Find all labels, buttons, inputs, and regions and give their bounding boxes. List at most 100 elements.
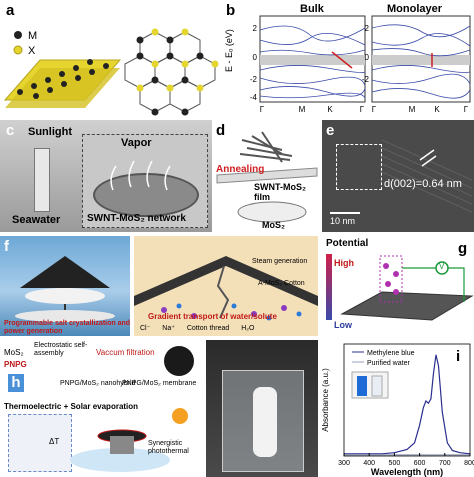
tem-selection-box [336,144,382,190]
absorbance-chart: 300 400 500 600 700 800 Wavelength (nm) Absor… [321,343,474,477]
membrane-disk [164,346,194,376]
vapor-arrows [110,160,171,191]
bulk-xtick-2: M [299,105,306,114]
ytick-2: 0 [253,53,258,62]
self-assembly-label: Electrostatic self-assembly [34,342,88,357]
mono-xtick-3: K [434,105,440,114]
sun-icon [172,408,188,424]
panel-label-h: h [8,374,24,392]
mono-ytick-3: -2 [362,75,370,84]
blue-vial [357,376,367,396]
annealing-schematic [216,131,318,223]
panel-label-b: b [226,2,236,19]
film-layer [216,167,318,184]
lattice-fringes [381,139,473,213]
nanotube-cluster [239,131,293,163]
panel-a: M X a [0,0,222,120]
voltmeter-label: V [439,262,445,271]
ytick-4: -4 [250,93,258,102]
mono-ytick-2: 0 [365,53,370,62]
white-salt-formation [253,387,277,457]
monolayer-title: Monolayer [387,3,443,15]
x-tick-label-1: 400 [363,460,375,467]
legend-methylene-blue: Methylene blue [367,350,415,357]
mono-xtick-1: Γ [372,105,377,114]
legend-h2o: H₂O [241,325,255,332]
legend-m-label: M [28,30,37,42]
y-axis-label: E - Eₒ (eV) [224,29,234,72]
mono-bands [371,24,471,99]
gradient-schematic: Steam generation A-MoS₂ Cotton Gradient … [134,236,318,336]
legend-purified-water: Purified water [367,360,410,367]
m-atom-icon [14,31,22,39]
mono-ytick-1: 2 [365,24,370,33]
umbrella-shape [15,256,115,322]
panel-d: d Annealing SWNT-MoS₂ film MoS₂ [212,120,322,232]
synergistic-label: Synergistic photothermal [148,440,189,455]
side-view-layers [3,59,122,108]
umbrella-caption: Programmable salt crystallization and po… [4,320,131,335]
thermo-schematic: ΔT [8,414,72,472]
panel-label-e: e [326,122,335,139]
legend-cotton: Cotton thread [186,325,230,332]
legend-na: Na⁺ [162,325,175,332]
panel-label-c: c [6,122,15,139]
y-axis-label: Absorbance (a.u.) [321,368,330,432]
panel-label-g: g [458,240,468,257]
x-tick-label-4: 700 [439,460,451,467]
legend-cl: Cl⁻ [140,325,151,332]
mos2-label: MoS₂ [262,220,285,230]
vapor-label: Vapor [121,137,152,149]
panel-c: c Vapor SWNT-MoS₂ network Sunlight Seawa… [0,120,212,232]
chart-legend: Methylene blue Purified water [352,350,415,367]
sunlight-label: Sunlight [28,126,72,138]
panel-e: e d(002)=0.64 nm 10 nm [322,120,474,232]
mos2-flake-label: MoS₂ [4,348,24,357]
bulk-xtick-4: Γ [360,105,365,114]
g-device-schematic [340,255,474,321]
scale-bar [330,212,360,214]
network-inset: Vapor SWNT-MoS₂ network [82,134,208,228]
bulk-xtick-3: K [327,105,333,114]
ytick-3: -2 [250,75,258,84]
x-axis-label: Wavelength (nm) [371,467,443,477]
thermo-label: Thermoelectric + Solar evaporation [4,402,139,411]
d-spacing-label: d(002)=0.64 nm [384,178,462,190]
seawater-label: Seawater [12,214,61,226]
panel-b: b Bulk Monolayer E - Eₒ (eV) 2 0 -2 -4 2 [222,0,474,120]
x-tick-label-3: 600 [414,460,426,467]
clear-vial [371,375,383,397]
bulk-xtick-1: Γ [260,105,265,114]
membrane-label: PNPG/MoS₂ membrane [122,380,197,387]
pnpg-label: PNPG [4,360,27,369]
ytick-1: 2 [253,24,258,33]
annealing-label: Annealing [216,164,265,175]
series-line-0 [344,354,471,455]
bulk-title: Bulk [300,3,325,15]
seawater-column [34,148,50,212]
x-tick-label-0: 300 [338,460,350,467]
x-tick-label-2: 500 [389,460,401,467]
panel-g: Potential g High Low V [322,236,474,336]
mono-xtick-2: M [409,105,416,114]
chart-series-group [344,354,471,456]
x-tick-group: 300 400 500 600 700 800 [338,453,474,467]
umbrella-photo: f Programmable salt crystallization and … [0,236,130,336]
nanohybrid-label: PNPG/MoS₂ nanohybrid [60,380,136,387]
vacuum-label: Vaccum filtration [96,348,155,357]
indirect-gap-arrow [331,51,353,69]
gradient-label: Gradient transport of water/solute [148,312,277,321]
network-disk [93,173,199,217]
panel-h: MoS₂ PNPG Electrostatic self-assembly Va… [0,340,204,477]
beaker-glass [222,370,304,472]
x-tick-label-5: 800 [464,460,474,467]
ion-legend: Cl⁻ Na⁺ Cotton thread H₂O [140,324,254,332]
panel-label-f: f [4,238,9,255]
legend-x-label: X [28,45,36,57]
panel-label-i: i [456,348,461,365]
beaker-photo [206,340,318,477]
delta-t-label: ΔT [49,437,60,446]
network-label: SWNT-MoS₂ network [87,213,186,224]
top-view-atoms [136,28,219,116]
mos2-disk [237,201,307,223]
